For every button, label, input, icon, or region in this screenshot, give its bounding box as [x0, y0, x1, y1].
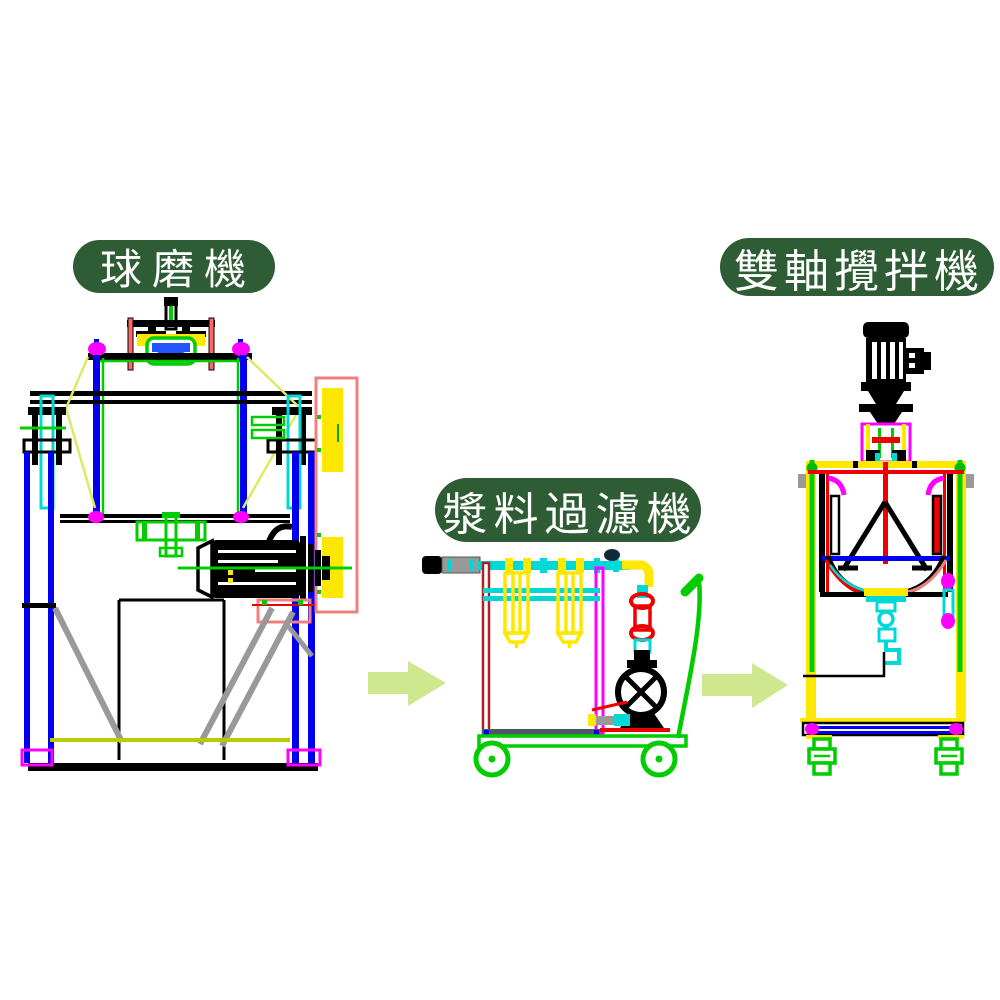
flow-arrow-2 — [702, 663, 788, 708]
flow-arrow-1 — [368, 661, 446, 706]
ball-mill-drawing — [20, 297, 359, 771]
double-shaft-mixer-drawing — [798, 322, 974, 776]
label-double-shaft-mixer: 雙軸攪拌機 — [720, 238, 994, 297]
slurry-filter-drawing — [422, 549, 704, 778]
label-ball-mill: 球磨機 — [73, 240, 275, 293]
label-slurry-filter: 漿料過濾機 — [435, 478, 701, 542]
